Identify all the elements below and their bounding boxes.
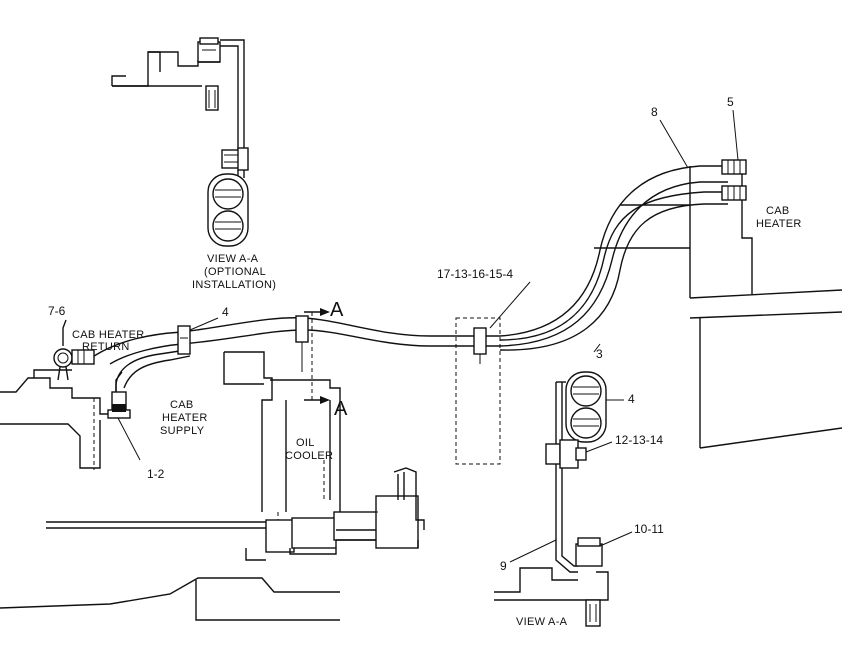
section-a-top-label: A	[330, 299, 344, 321]
cab-heater-label-1: CAB	[766, 205, 790, 217]
view-a-a-bottom-label: VIEW A-A	[516, 616, 568, 628]
optional-label: (OPTIONAL	[204, 266, 266, 278]
leader-3	[593, 343, 601, 353]
heater-hoses	[93, 165, 728, 392]
leader-12-13-14	[585, 441, 613, 453]
callout-12-13-14: 12-13-14	[615, 433, 663, 447]
leader-17-13-16-15-4	[489, 281, 531, 329]
view-a-a-optional-installation: VIEW A-A (OPTIONAL INSTALLATION)	[111, 37, 276, 291]
leader-9	[509, 539, 557, 563]
cab-heater-return-label-1: CAB HEATER	[72, 329, 144, 341]
oil-cooler-label-1: OIL	[296, 437, 315, 449]
callout-4-left: 4	[222, 305, 229, 319]
engine-outline	[0, 369, 340, 621]
view-a-a-bottom	[494, 371, 609, 627]
callout-1-2: 1-2	[147, 467, 165, 481]
section-a-markers	[304, 308, 330, 404]
oil-cooler	[223, 351, 425, 561]
callout-7-6: 7-6	[48, 304, 66, 318]
view-a-a-top-label: VIEW A-A	[207, 253, 259, 265]
cab-heater-supply-label-1: CAB	[170, 399, 194, 411]
leader-4-left	[189, 317, 219, 331]
return-fitting	[53, 319, 95, 381]
cab-heater-supply-label-3: SUPPLY	[160, 425, 205, 437]
callout-9: 9	[500, 559, 507, 573]
cab-heater-supply-label-2: HEATER	[162, 412, 208, 424]
oil-cooler-label-2: COOLER	[285, 450, 333, 462]
callout-8: 8	[651, 105, 658, 119]
callout-5: 5	[727, 95, 734, 109]
cab-heater-fittings	[721, 159, 747, 201]
leader-10-11	[599, 531, 633, 547]
callout-10-11: 10-11	[634, 522, 664, 536]
callout-3: 3	[596, 347, 603, 361]
section-a-bottom-label: A	[334, 398, 348, 420]
leader-5	[732, 109, 739, 161]
hose-clip-left	[177, 325, 191, 355]
callout-17-13-16-15-4: 17-13-16-15-4	[437, 267, 513, 281]
leader-8	[659, 119, 689, 169]
cab-heater-label-2: HEATER	[756, 218, 802, 230]
supply-valve	[107, 371, 141, 461]
callout-4-right: 4	[628, 392, 635, 406]
installation-label: INSTALLATION)	[192, 279, 276, 291]
hose-clip-section-a	[295, 315, 309, 372]
clip-bracket-dashed	[455, 317, 501, 465]
